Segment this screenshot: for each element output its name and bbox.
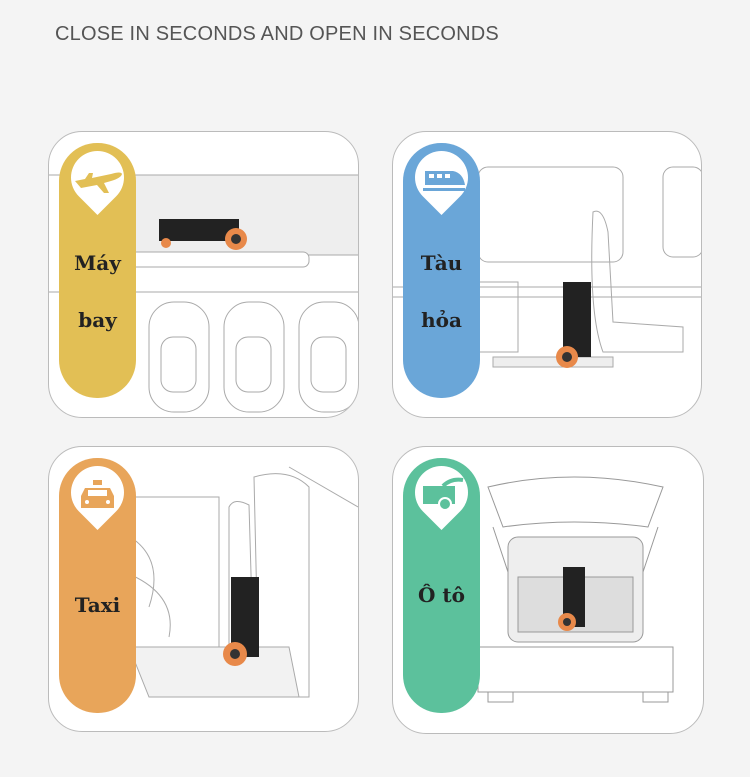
airplane-icon: [75, 172, 122, 193]
category-pill: Ô tô: [403, 455, 480, 713]
label-line2: hỏa: [421, 308, 462, 332]
page-heading: CLOSE IN SECONDS AND OPEN IN SECONDS: [55, 23, 499, 45]
label-line1: Ô tô: [418, 583, 465, 607]
label-line2: bay: [78, 308, 117, 332]
category-pill: Máy bay: [59, 140, 136, 398]
label-line1: Máy: [74, 251, 121, 275]
train-icon: [423, 171, 465, 191]
label-line1: Taxi: [74, 593, 121, 617]
folded-stroller-image: [558, 567, 585, 631]
card-taxi: Taxi: [48, 446, 359, 732]
category-pill: Taxi: [59, 455, 136, 713]
folded-stroller-image: [556, 282, 591, 368]
card-train: Tàu hỏa: [392, 131, 702, 418]
car-trunk-icon: [423, 477, 464, 511]
category-pill: Tàu hỏa: [403, 140, 480, 398]
folded-stroller-image: [159, 219, 247, 250]
folded-stroller-image: [223, 577, 259, 666]
card-airplane: Máy bay: [48, 131, 359, 418]
car-interior-illustration: [108, 466, 358, 698]
card-car: Ô tô: [392, 446, 704, 734]
taxi-icon: [81, 480, 114, 508]
label-line1: Tàu: [420, 251, 463, 275]
